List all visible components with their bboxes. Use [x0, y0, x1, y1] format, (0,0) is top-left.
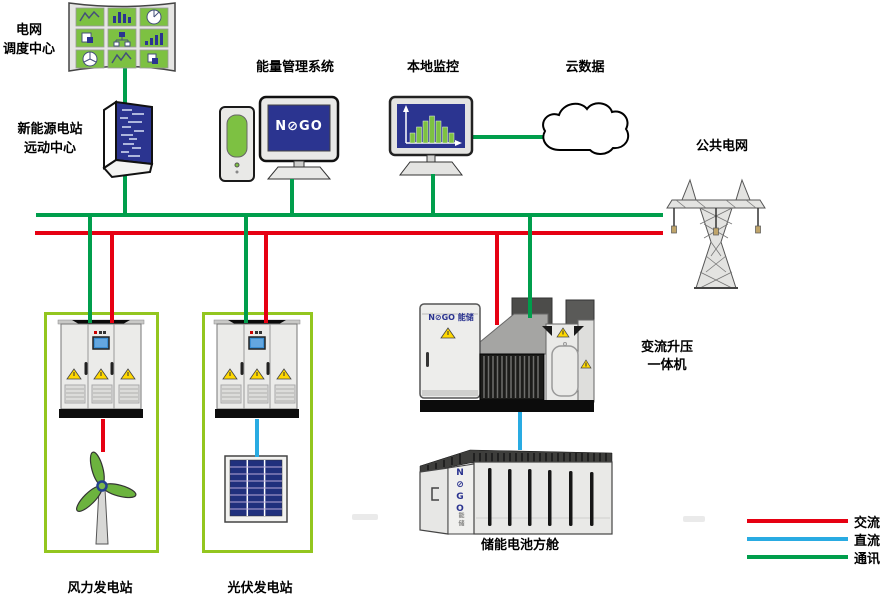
- legend-ac-line-swatch: [747, 519, 848, 523]
- wind-turbine-icon: [58, 448, 146, 548]
- grid-dispatch-panel-icon: [66, 0, 178, 74]
- remote-center-label: 新能源电站 远动中心: [2, 121, 98, 159]
- grid-dispatch-label: 电网 调度中心: [0, 22, 58, 60]
- battery-container-label: 储能电池方舱: [480, 538, 559, 553]
- ems-computer-icon: [218, 95, 340, 195]
- cloud-icon: [538, 94, 630, 158]
- legend-comm-line-swatch: [747, 555, 848, 559]
- ems-screen-logo: N⊘GO: [275, 119, 323, 134]
- cloud-label: 云数据: [565, 60, 605, 75]
- comm-bus-line: [36, 213, 663, 217]
- comm-line-ems-drop: [290, 179, 294, 213]
- legend-ac-label: 交流: [854, 516, 881, 531]
- ac-line-cabinet-to-turbine: [101, 419, 105, 452]
- remote-center-label-line1: 新能源电站: [17, 122, 83, 137]
- watermark-artifact: [352, 514, 378, 520]
- ac-line-pv-drop: [264, 233, 268, 323]
- solar-panel-icon: [224, 455, 288, 523]
- converter-label-line1: 变流升压: [640, 340, 693, 355]
- dc-line-cabinet-to-panel: [255, 419, 259, 457]
- battery-container-icon: [418, 444, 614, 540]
- comm-line-monitor-to-cloud: [468, 135, 546, 139]
- wind-station-label: 风力发电站: [67, 581, 133, 596]
- converter-label: 变流升压 一体机: [620, 339, 714, 374]
- grid-dispatch-label-line2: 调度中心: [2, 41, 55, 57]
- legend-row-dc: 直流: [747, 530, 883, 549]
- grid-dispatch-label-line1: 电网: [15, 23, 42, 38]
- legend-row-comm: 通讯: [747, 548, 883, 567]
- dc-line-converter-to-container: [518, 412, 522, 450]
- local-monitor-label: 本地监控: [406, 60, 459, 75]
- power-tower-icon: [666, 176, 766, 294]
- pv-station-label: 光伏发电站: [227, 581, 293, 596]
- ems-label: 能量管理系统: [255, 60, 334, 75]
- converter-label-line2: 一体机: [647, 357, 687, 373]
- inverter-cabinet-icon: [212, 317, 302, 419]
- wind-station-box: [44, 312, 159, 553]
- battery-container-logo-sub: 能储: [457, 512, 464, 528]
- ac-line-converter-drop: [495, 233, 499, 325]
- pv-station-box: [202, 312, 313, 553]
- inverter-cabinet-icon: [56, 317, 146, 419]
- legend-comm-label: 通讯: [854, 552, 881, 567]
- legend-dc-label: 直流: [854, 534, 881, 549]
- converter-logo: N⊘GO 能储: [428, 313, 474, 322]
- remote-center-label-line2: 远动中心: [23, 140, 76, 156]
- comm-line-wind-drop: [88, 215, 92, 323]
- battery-container-logo: N⊘GO: [455, 468, 465, 516]
- comm-line-converter-drop: [528, 215, 532, 318]
- ac-bus-line: [35, 231, 663, 235]
- watermark-artifact: [683, 516, 705, 522]
- converter-machine-icon: [418, 294, 596, 414]
- server-cabinet-icon: [98, 100, 156, 180]
- comm-line-monitor-drop: [431, 174, 435, 213]
- public-grid-label: 公共电网: [695, 139, 748, 154]
- comm-line-pv-drop: [244, 215, 248, 323]
- legend-row-ac: 交流: [747, 512, 883, 531]
- local-monitor-icon: [388, 95, 474, 183]
- legend-dc-line-swatch: [747, 537, 848, 541]
- ac-line-wind-drop: [110, 233, 114, 323]
